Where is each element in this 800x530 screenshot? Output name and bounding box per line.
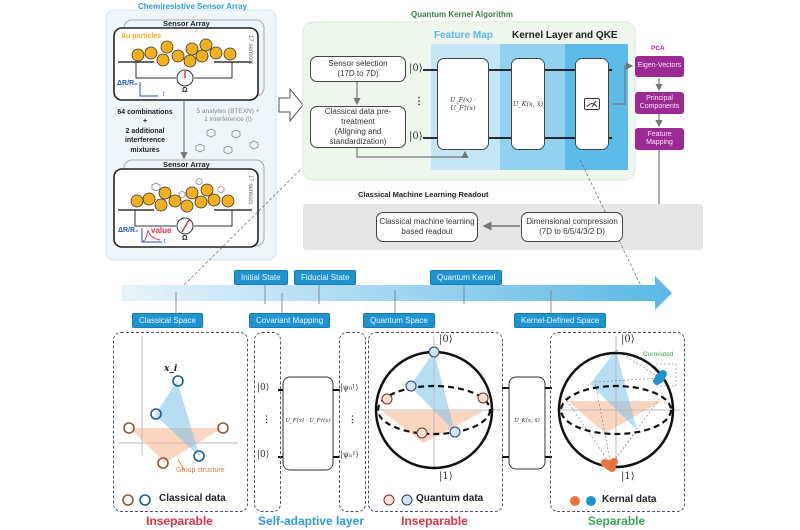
feature-map-label: Feature Map <box>434 30 493 41</box>
analytes-text: 5 analytes (BTEXN) + 1 interference (I) <box>196 108 260 124</box>
mapping-ket-bottom: |0⟩ <box>257 450 270 460</box>
ml-readout-box: Classical machine learning based readout <box>376 212 478 242</box>
feature-map-gate: U_F(x) · U_F†(x) <box>437 58 489 150</box>
ket-zero-top: |0⟩ <box>409 63 423 74</box>
legend-circle-blue <box>139 494 151 506</box>
kernel-gate-bottom-label: U_K(x, x̄) <box>514 418 540 424</box>
tag-quantum-kernel: Quantum Kernel <box>430 270 503 285</box>
meter-icon <box>584 98 600 110</box>
kernel-gate: U_K(x, x̄) <box>511 58 545 150</box>
ket-dots: ⋮ <box>414 96 424 107</box>
readout-title: Classical Machine Learning Readout <box>358 190 489 199</box>
sensor-count-label-bottom: 17 sensors <box>247 175 253 205</box>
feature-gate-bottom <box>282 376 334 471</box>
analyte-molecules-bottom <box>151 177 225 199</box>
au-particles-bottom <box>130 183 235 213</box>
legend-circle-orange <box>122 494 134 506</box>
tag-quantum-space: Quantum Space <box>363 313 435 328</box>
analyte-molecules <box>195 128 259 155</box>
pca-title: PCA <box>651 45 665 52</box>
legend-circle-peach <box>383 494 395 506</box>
sensor-selection-box: Sensor selection (17D to 7D) <box>310 56 406 82</box>
kernel-north-ket: |0⟩ <box>621 334 635 345</box>
timeline-arrow <box>122 276 672 310</box>
combinations-text: 64 combinations + 2 additional interfere… <box>117 109 173 154</box>
mapping-caption: Self-adaptive layer <box>257 514 365 528</box>
sensor-count-label-top: 17 sensors <box>247 35 253 65</box>
delta-r-label-bottom: ΔR/R₀ <box>118 227 139 234</box>
mapping-input-panel <box>254 332 281 512</box>
mapping-output-panel <box>339 332 366 512</box>
value-label: value <box>151 226 172 235</box>
ohm-label-bottom: Ω <box>182 235 188 242</box>
quantum-space-panel <box>368 332 503 512</box>
classical-caption: Inseparable <box>146 514 213 528</box>
qka-title: Quantum Kernel Algorithm <box>411 10 513 19</box>
legend-dot-blue <box>586 496 596 506</box>
tag-covariant-mapping: Covariant Mapping <box>249 313 331 328</box>
time-label-top: t <box>163 92 165 98</box>
kernel-layer-label: Kernel Layer and QKE <box>512 30 618 41</box>
classical-space-plot <box>118 336 238 506</box>
correlated-label: Correlated <box>643 351 674 358</box>
au-particles-label: Au particles <box>121 33 162 40</box>
tag-fiducial-state: Fiducial State <box>294 270 357 285</box>
mapping-ket-top: |0⟩ <box>257 383 270 393</box>
sensor-panel-title: Chemiresistive Sensor Array <box>138 2 248 11</box>
kernel-data-legend: Kernal data <box>602 494 657 505</box>
delta-r-label-top: ΔR/R₀ <box>117 80 138 87</box>
au-particles-top <box>131 38 237 68</box>
mapping-psi-dots: ⋮ <box>348 415 357 425</box>
mapping-psi-bottom: |ψₙ¹⟩ <box>340 450 359 459</box>
legend-circle-lightblue <box>401 494 413 506</box>
mapping-gate-label: U_F(x) · U_F†(x) <box>285 418 331 424</box>
legend-dot-orange <box>570 496 580 506</box>
flow-arrow-icon <box>278 87 304 123</box>
ket-zero-bottom: |0⟩ <box>409 131 423 142</box>
kernel-gate-bottom <box>508 376 546 470</box>
measurement-gate <box>575 58 609 150</box>
pca-step-principal-components: Principal Components <box>635 92 684 114</box>
xi-label: x_i <box>164 364 178 374</box>
bloch-sphere-quantum <box>374 337 500 506</box>
sensor-array-label-top: Sensor Array <box>163 19 210 28</box>
tag-classical-space: Classical Space <box>132 313 203 328</box>
kernel-space-panel <box>550 332 685 512</box>
tag-initial-state: Initial State <box>234 270 288 285</box>
quantum-caption: Inseparable <box>401 514 468 528</box>
quantum-data-legend: Quantum data <box>416 493 484 504</box>
quantum-south-ket: |1⟩ <box>439 471 453 482</box>
dimensional-compression-box: Dimensional compression (7D to 6/5/4/3/2… <box>521 212 623 242</box>
time-label-bottom: t <box>164 239 166 245</box>
kernel-caption: Separable <box>587 514 646 528</box>
classical-data-legend: Classical data <box>159 493 226 504</box>
kernel-south-ket: |1⟩ <box>621 471 635 482</box>
sensor-array-label-bottom: Sensor Array <box>163 160 210 169</box>
tag-kernel-defined-space: Kernel-Defined Space <box>514 313 607 328</box>
group-structure-label: Group structure <box>176 467 225 474</box>
classical-space-panel <box>113 332 248 512</box>
pca-step-feature-mapping: Feature Mapping <box>635 128 684 150</box>
mapping-psi-top: |ψ₀¹⟩ <box>340 383 359 392</box>
quantum-north-ket: |0⟩ <box>439 334 453 345</box>
pca-step-eigen-vectors: Eigen-Vectors <box>635 56 684 77</box>
pretreatment-box: Classical data pre- treatment (Aligning … <box>310 106 406 148</box>
ohm-label-top: Ω <box>182 87 188 94</box>
bloch-sphere-kernel <box>557 336 680 506</box>
readout-panel-bg <box>303 204 703 250</box>
mapping-ket-dots: ⋮ <box>262 415 271 425</box>
